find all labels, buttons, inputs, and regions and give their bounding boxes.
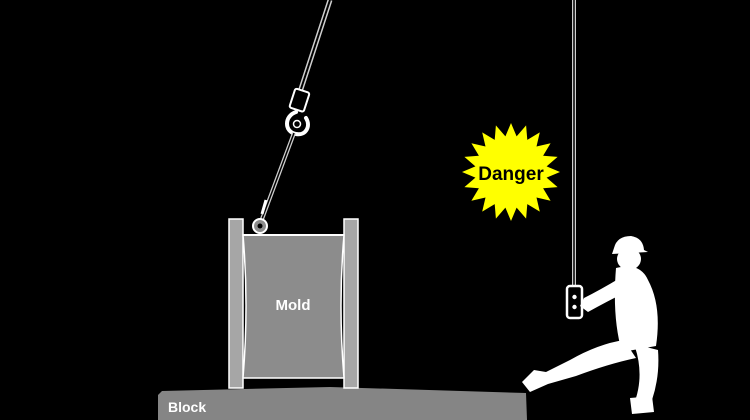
pendant-controller-icon [565, 284, 584, 320]
block-label: Block [168, 399, 206, 415]
danger-burst-icon: Danger [462, 123, 560, 221]
mold: Mold [228, 218, 359, 389]
worker-silhouette-icon [522, 236, 659, 414]
danger-label: Danger [478, 164, 544, 185]
crane-hook-icon [285, 87, 311, 137]
block-slab [158, 387, 527, 420]
block: Block [158, 387, 527, 420]
sling [260, 132, 296, 220]
crane-cable [297, 0, 333, 93]
mold-label: Mold [276, 297, 311, 314]
